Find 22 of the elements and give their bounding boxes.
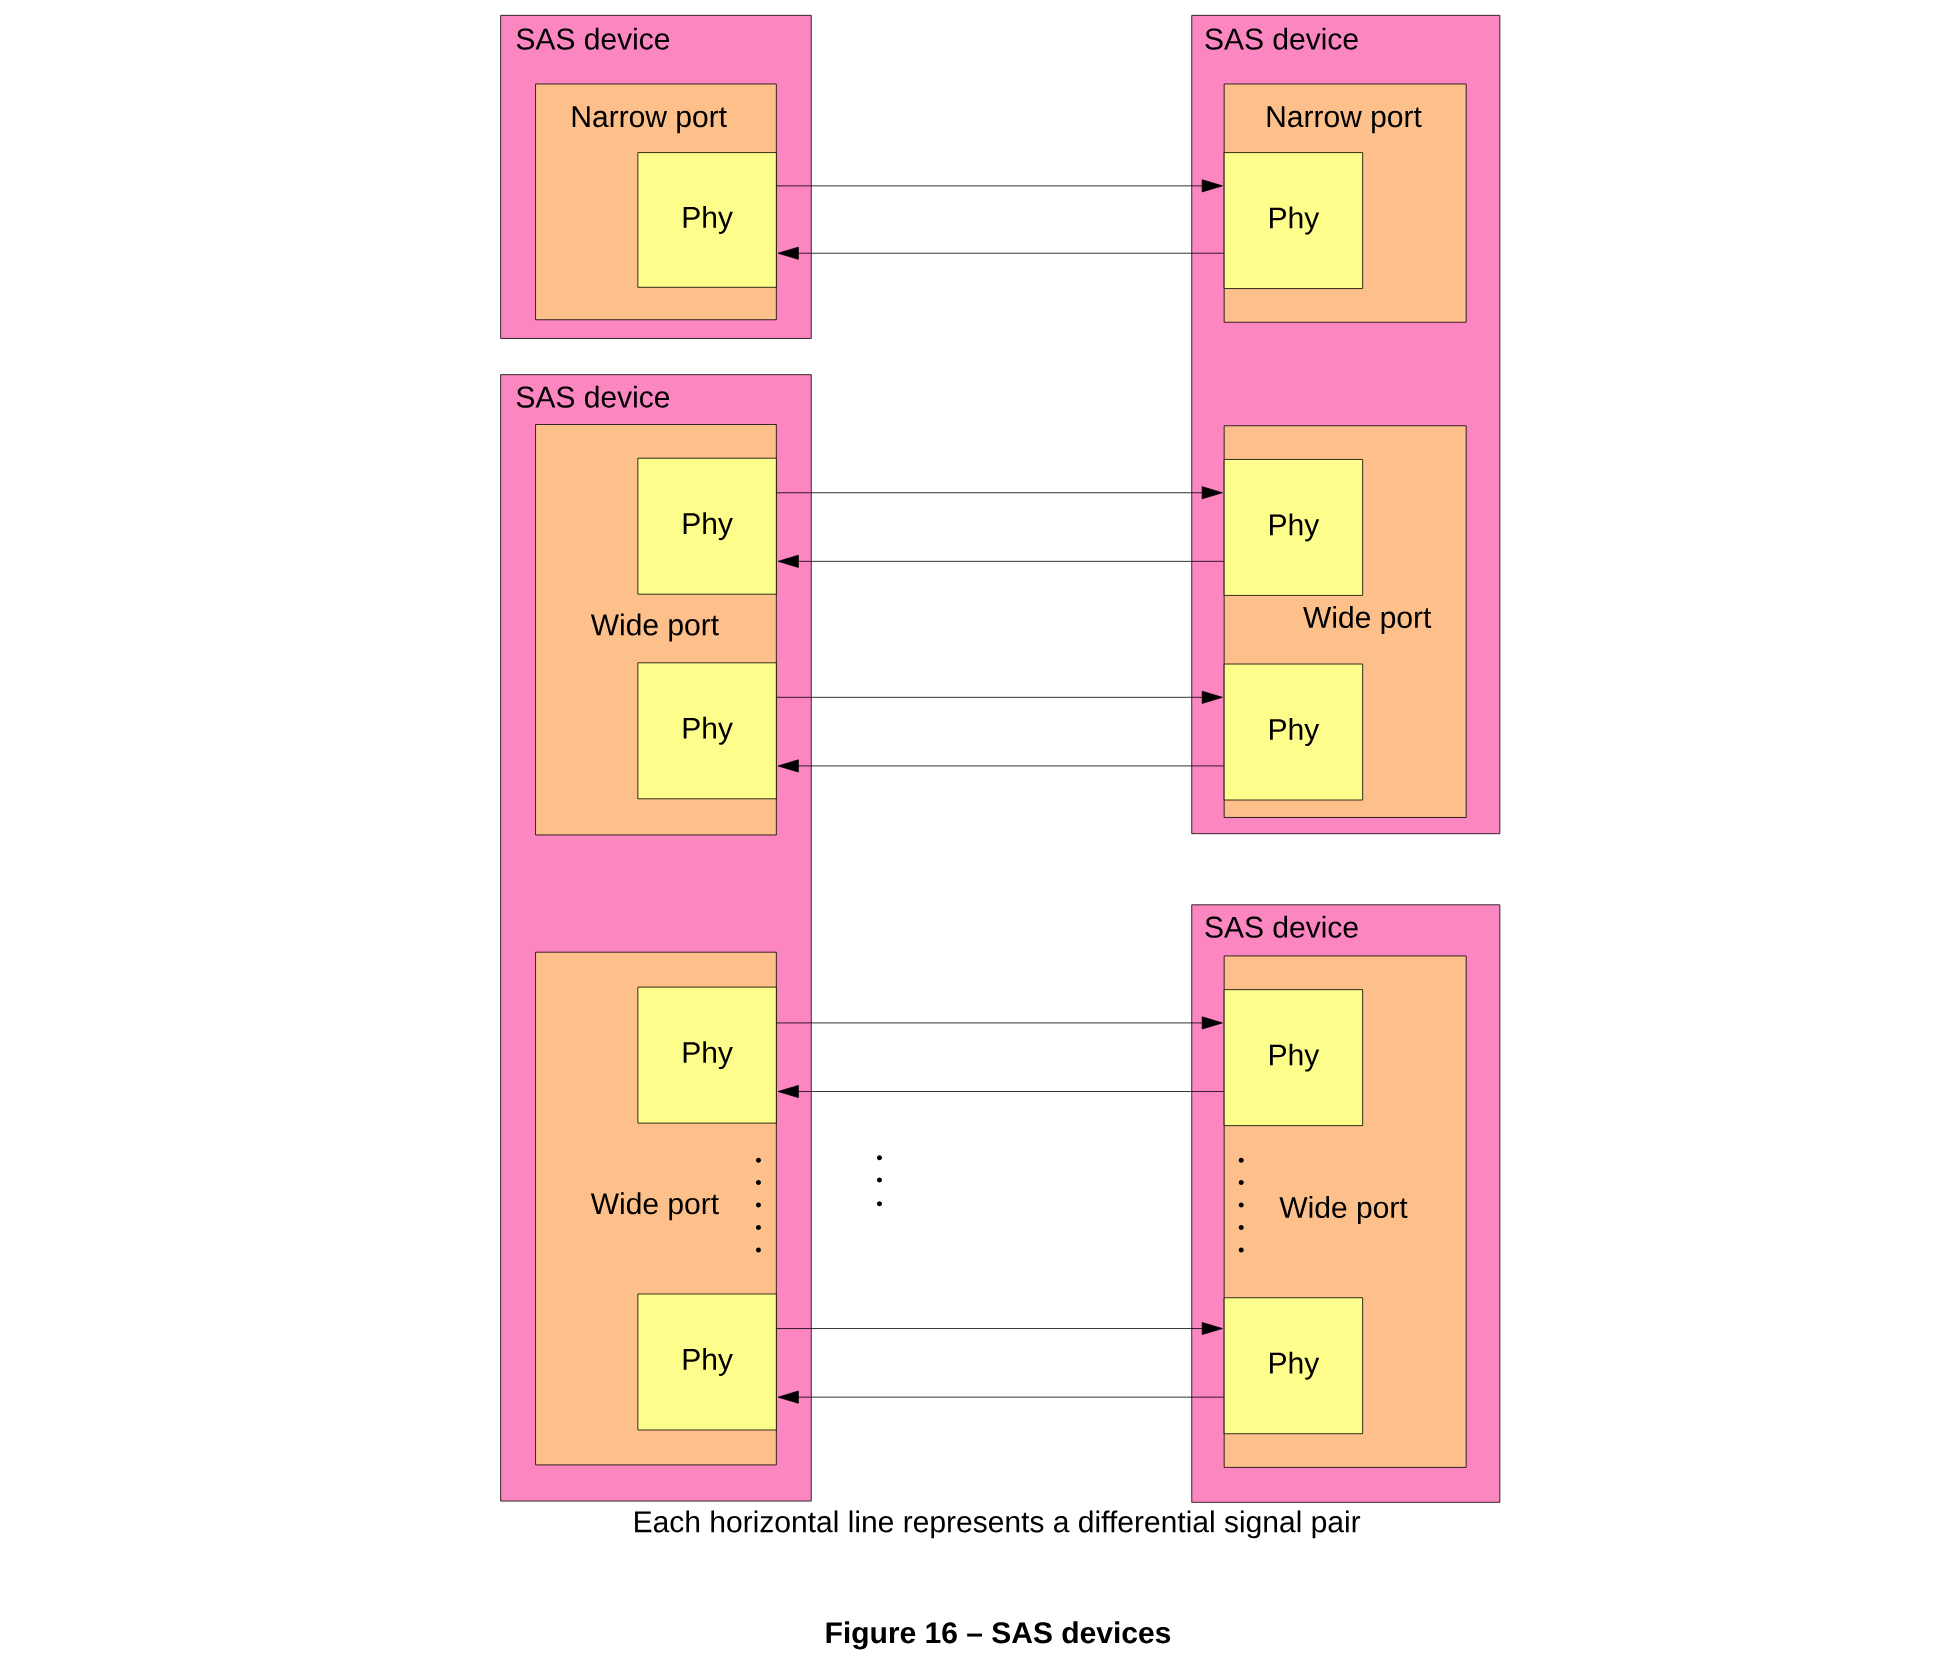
arrow [776,1016,1223,1030]
note-text: Each horizontal line represents a differential signal pair [635,1510,1361,1539]
arrow [776,179,1223,193]
arrow [777,246,1225,260]
phy-box: Phy [637,457,777,595]
arrow [776,486,1223,500]
arrow [777,1390,1225,1404]
phy-box: Phy [637,152,777,288]
phy-box: Phy [637,1293,777,1431]
phy-box: Phy [1223,152,1364,289]
arrow [777,1085,1225,1098]
arrow [777,759,1225,773]
phy-box: Phy [1223,989,1364,1126]
phy-box: Phy [637,662,777,800]
phy-box: Phy [1223,663,1364,801]
phy-box: Phy [637,986,777,1124]
arrow [777,554,1225,568]
phy-box: Phy [1223,1297,1364,1435]
figure-caption: Figure 16 – SAS devices [826,1621,1171,1650]
arrow [776,690,1223,704]
phy-box: Phy [1223,459,1364,596]
arrow [776,1322,1223,1335]
